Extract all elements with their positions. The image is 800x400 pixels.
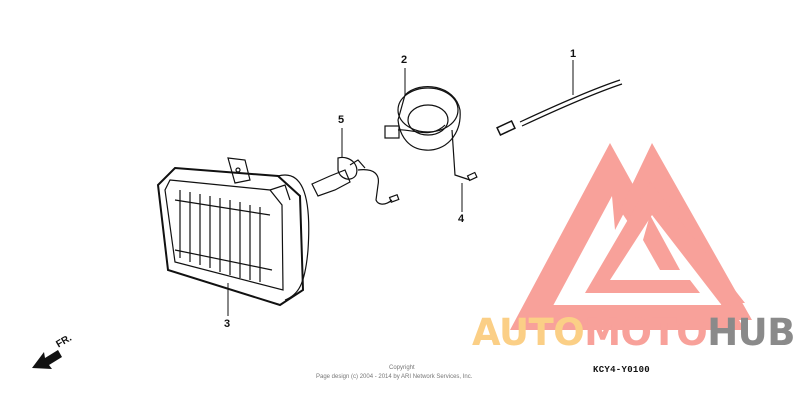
- brand-part-moto: MOTO: [584, 311, 708, 354]
- copyright-title: Copyright: [389, 365, 415, 371]
- callout-3: 3: [224, 318, 231, 330]
- copyright-text: Page design (c) 2004 - 2014 by ARI Netwo…: [316, 374, 473, 380]
- callout-1: 1: [570, 48, 577, 60]
- callout-2: 2: [401, 54, 408, 66]
- diagram-code: KCY4-Y0100: [593, 365, 651, 375]
- callout-4: 4: [458, 213, 465, 225]
- wire-harness-icon: [496, 79, 623, 137]
- brand-part-auto: AUTO: [472, 311, 585, 354]
- socket-housing-icon: [384, 86, 478, 182]
- brand-part-hub: HUB: [707, 311, 795, 354]
- front-direction-arrow-icon: [32, 350, 62, 369]
- headlight-assembly-icon: [156, 157, 310, 307]
- bulb-icon: [311, 156, 400, 205]
- watermark-brand-text: AUTOMOTOHUB: [472, 314, 795, 351]
- callout-5: 5: [338, 114, 345, 126]
